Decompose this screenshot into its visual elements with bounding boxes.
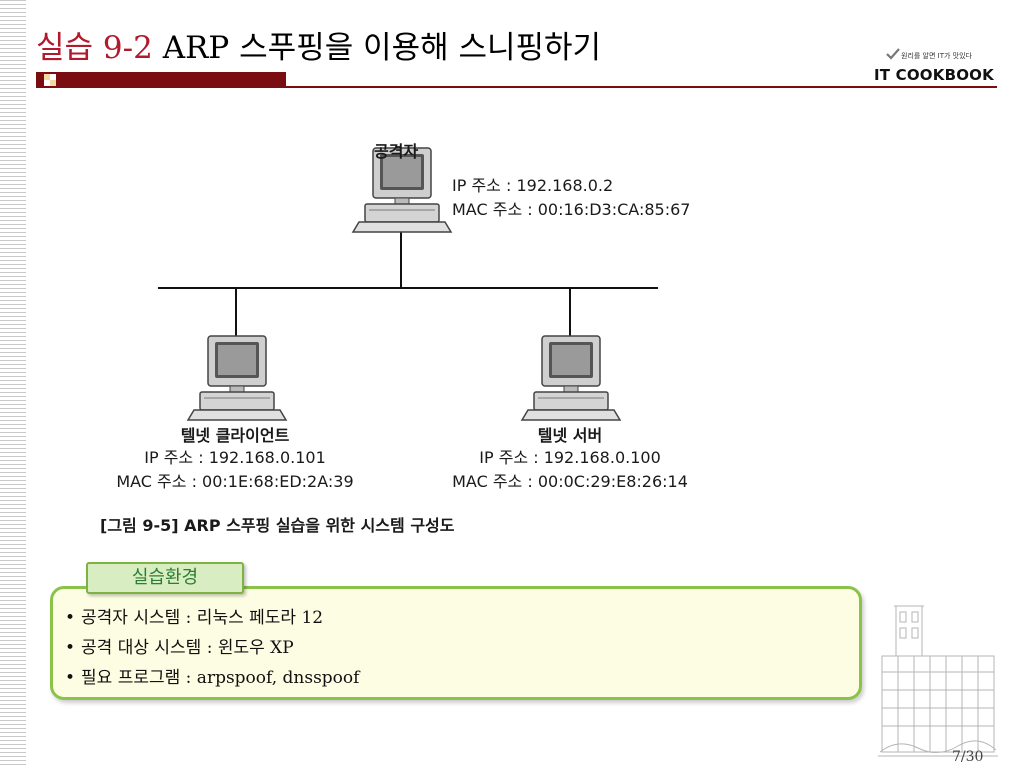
attacker-mac: MAC 주소 : 00:16:D3:CA:85:67 — [452, 200, 691, 219]
campus-building-watermark-icon — [878, 605, 998, 757]
environment-item-target-system: 공격 대상 시스템 : 윈도우 XP — [65, 633, 859, 663]
decorative-left-stripe — [0, 0, 26, 768]
server-label: 텔넷 서버 IP 주소 : 192.168.0.100 MAC 주소 : 00:… — [420, 422, 720, 494]
slide-title-text: ARP 스푸핑을 이용해 스니핑하기 — [162, 30, 602, 66]
server-computer-icon — [521, 335, 621, 421]
environment-item-programs: 필요 프로그램 : arpspoof, dnsspoof — [65, 663, 859, 693]
environment-list: 공격자 시스템 : 리눅스 페도라 12 공격 대상 시스템 : 윈도우 XP … — [53, 589, 859, 693]
attacker-name: 공격자 — [374, 142, 419, 161]
client-mac: MAC 주소 : 00:1E:68:ED:2A:39 — [116, 472, 354, 491]
attacker-ip: IP 주소 : 192.168.0.2 — [452, 176, 614, 195]
figure-caption: [그림 9-5] ARP 스푸핑 실습을 위한 시스템 구성도 — [100, 516, 455, 535]
slide-title: 실습 9-2 ARP 스푸핑을 이용해 스니핑하기 — [36, 22, 601, 67]
slide-title-number: 실습 9-2 — [36, 30, 153, 66]
server-mac: MAC 주소 : 00:0C:29:E8:26:14 — [452, 472, 688, 491]
server-name: 텔넷 서버 — [537, 426, 603, 445]
network-diagram-graphic — [158, 147, 658, 421]
environment-tab-label: 실습환경 — [86, 562, 244, 594]
checker-bullet-icon — [44, 74, 56, 86]
network-diagram: 공격자 IP 주소 : 192.168.0.2 MAC 주소 : 00:16:D… — [90, 128, 770, 548]
checkmark-icon — [886, 48, 900, 60]
page-number: 7/30 — [952, 749, 984, 765]
it-cookbook-logo: 원리를 알면 IT가 맛있다 IT COOKBOOK — [872, 44, 998, 88]
environment-item-attacker-system: 공격자 시스템 : 리눅스 페도라 12 — [65, 603, 859, 633]
environment-box: 공격자 시스템 : 리눅스 페도라 12 공격 대상 시스템 : 윈도우 XP … — [50, 586, 862, 700]
logo-wordmark: IT COOKBOOK — [874, 66, 994, 84]
logo-tagline: 원리를 알면 IT가 맛있다 — [901, 52, 972, 60]
title-rule-block — [36, 72, 286, 88]
client-computer-icon — [187, 335, 287, 421]
attacker-info: IP 주소 : 192.168.0.2 MAC 주소 : 00:16:D3:CA… — [452, 174, 690, 222]
client-ip: IP 주소 : 192.168.0.101 — [144, 448, 326, 467]
client-name: 텔넷 클라이언트 — [180, 426, 290, 445]
client-label: 텔넷 클라이언트 IP 주소 : 192.168.0.101 MAC 주소 : … — [90, 422, 380, 494]
title-rule-line — [36, 86, 997, 88]
server-ip: IP 주소 : 192.168.0.100 — [479, 448, 661, 467]
